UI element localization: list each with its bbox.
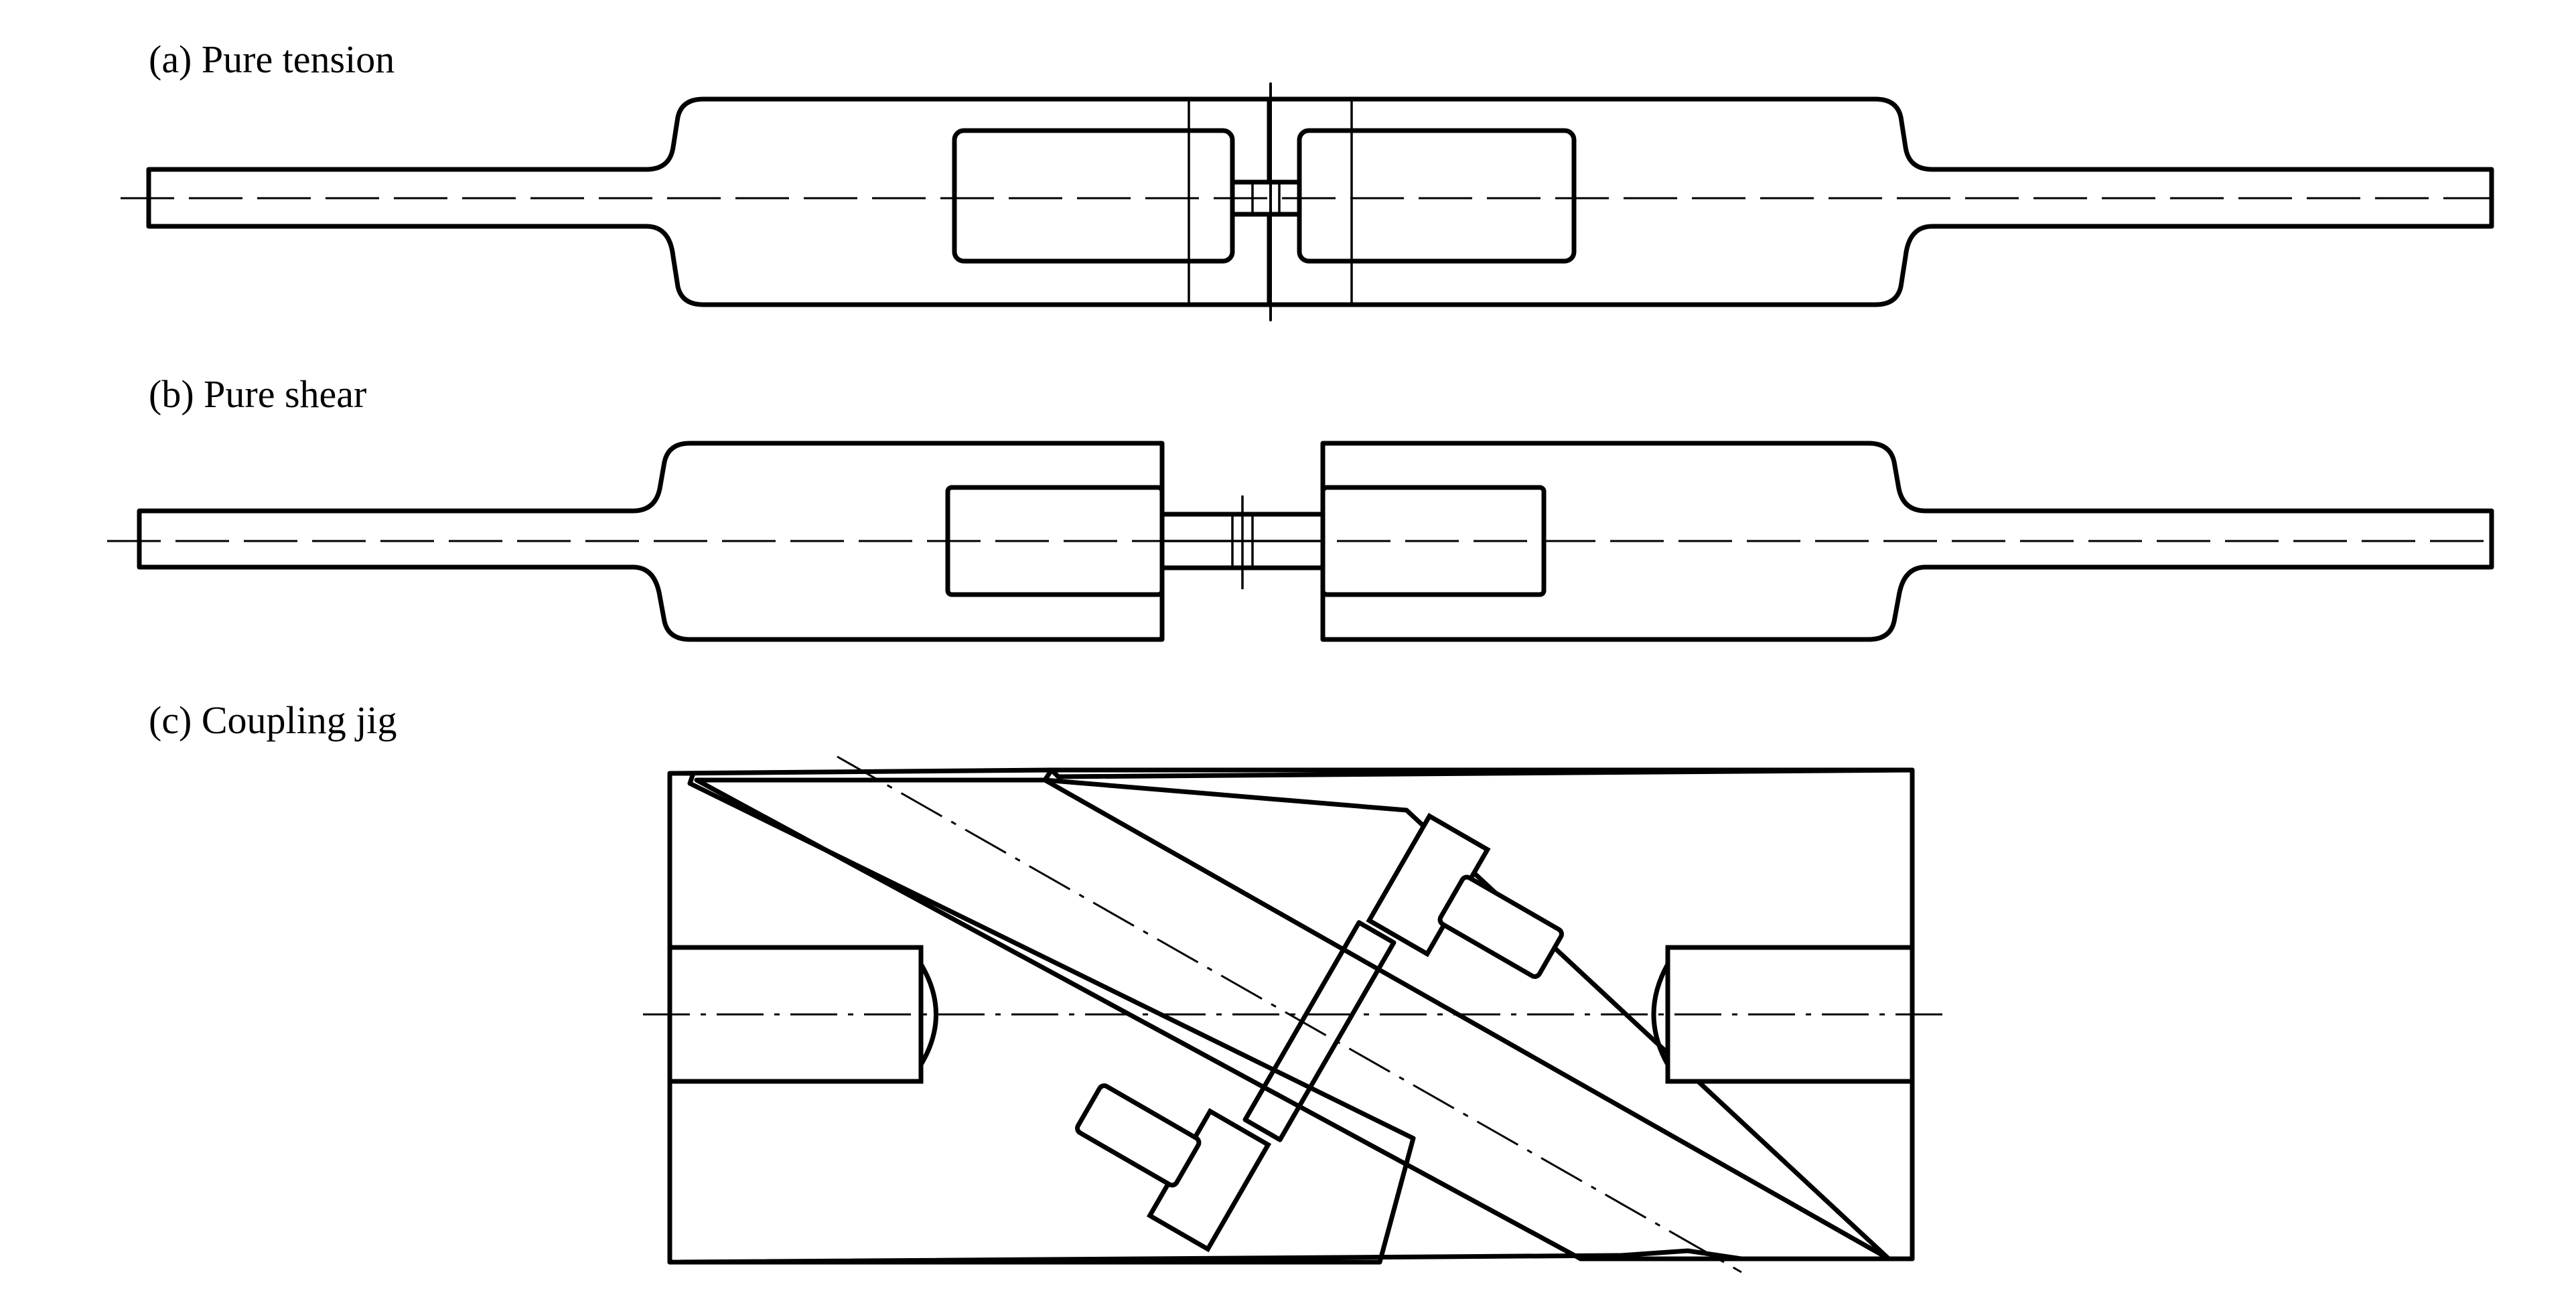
panel-a-pure-tension: (a) Pure tension [121, 37, 2494, 321]
panel-c-label: (c) Coupling jig [149, 698, 397, 742]
jig-upper-holder [1366, 813, 1564, 979]
shear-left-grip [137, 441, 1165, 642]
jig-diagonal-centerline [837, 755, 1742, 1274]
panel-a-label: (a) Pure tension [149, 37, 395, 81]
tension-right-grip [1267, 96, 2494, 307]
jig-lower-holder [1075, 1083, 1272, 1253]
jig-diagonal-slot [694, 777, 1891, 1261]
panel-c-coupling-jig: (c) Coupling jig [149, 698, 1942, 1274]
tension-right-cavity [1297, 128, 1577, 264]
panel-b-label: (b) Pure shear [149, 372, 366, 416]
tension-left-cavity [952, 128, 1235, 264]
tension-left-grip [146, 96, 1272, 307]
panel-b-pure-shear: (b) Pure shear [107, 372, 2494, 642]
shear-right-grip [1320, 441, 2494, 642]
